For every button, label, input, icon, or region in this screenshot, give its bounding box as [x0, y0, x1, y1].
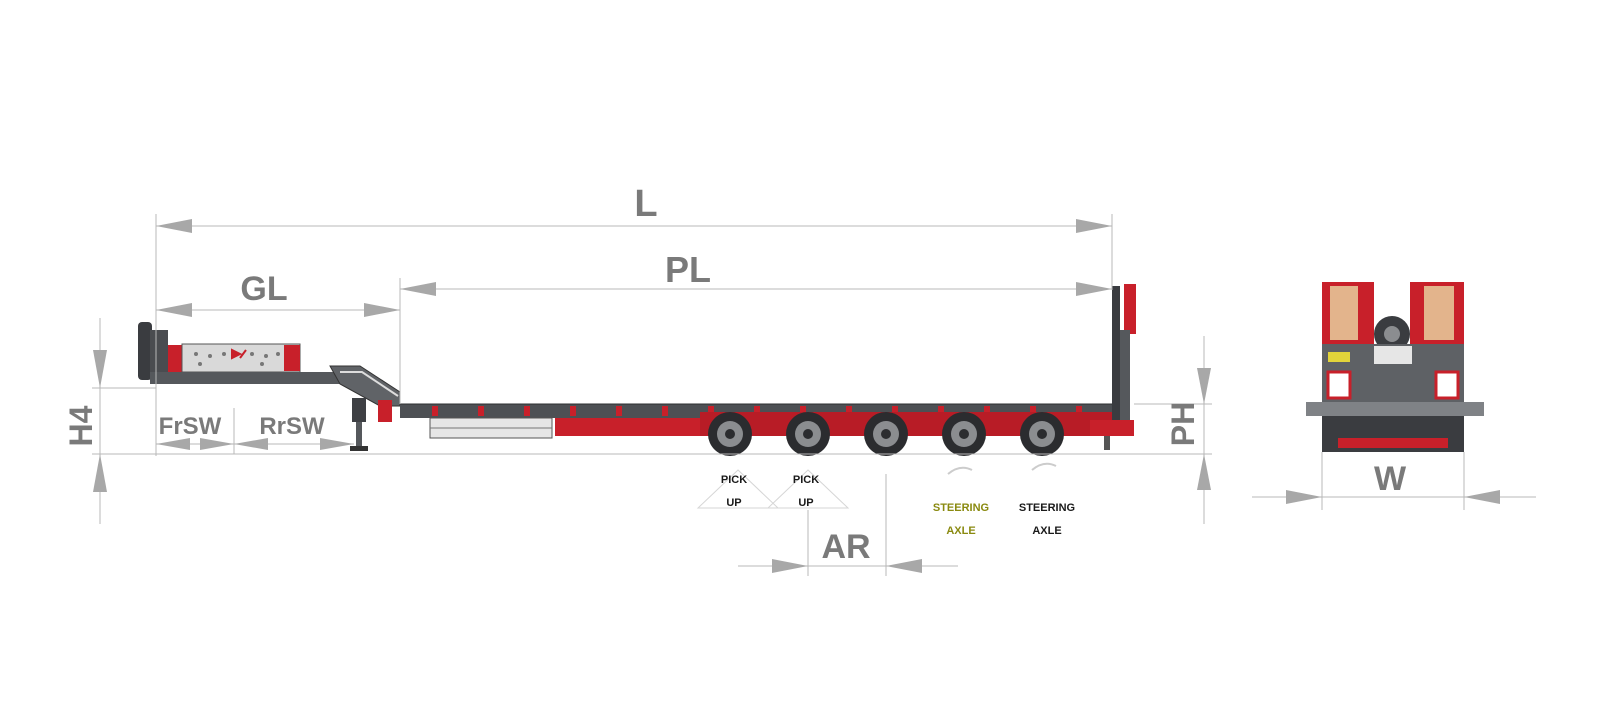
- dim-label-gl: GL: [240, 270, 287, 308]
- dim-label-frsw: FrSW: [159, 413, 222, 440]
- steering-1-line1: STEERING: [933, 502, 989, 514]
- axle-labels: PICK UP PICK UP STEERING AXLE STEERING A…: [721, 474, 1075, 537]
- pickup-triangle-1: [696, 469, 780, 509]
- trailer-side-view: [138, 284, 1136, 475]
- dim-label-rrsw: RrSW: [259, 413, 325, 440]
- dim-label-pl: PL: [665, 249, 711, 290]
- pickup-2-line2: UP: [798, 497, 813, 509]
- brand-logo: [231, 348, 247, 360]
- gooseneck-beam: [150, 372, 340, 384]
- dim-label-h4: H4: [63, 405, 99, 446]
- dimension-labels: L PL GL H4 FrSW RrSW AR PH W: [63, 183, 1407, 566]
- steering-1-line2: AXLE: [946, 525, 975, 537]
- dimension-lines: [92, 214, 1536, 576]
- gooseneck-red-panel: [168, 345, 182, 375]
- rear-bumper: [1306, 402, 1484, 416]
- dim-label-ar: AR: [821, 528, 870, 566]
- landing-gear: [352, 398, 366, 422]
- pickup-2-line1: PICK: [793, 474, 819, 486]
- pickup-1-line1: PICK: [721, 474, 747, 486]
- rear-ramp: [1112, 286, 1120, 420]
- wheel-set: [708, 412, 1064, 456]
- pickup-1-line2: UP: [726, 497, 741, 509]
- dim-label-w: W: [1374, 460, 1407, 498]
- dim-label-ph: PH: [1165, 402, 1201, 446]
- front-post: [138, 322, 152, 380]
- steering-2-line1: STEERING: [1019, 502, 1075, 514]
- pickup-triangle-2: [766, 469, 850, 509]
- red-chassis-beam: [555, 418, 705, 436]
- steering-2-line2: AXLE: [1032, 525, 1061, 537]
- trailer-rear-view: [1306, 282, 1484, 452]
- dim-label-l: L: [634, 183, 657, 225]
